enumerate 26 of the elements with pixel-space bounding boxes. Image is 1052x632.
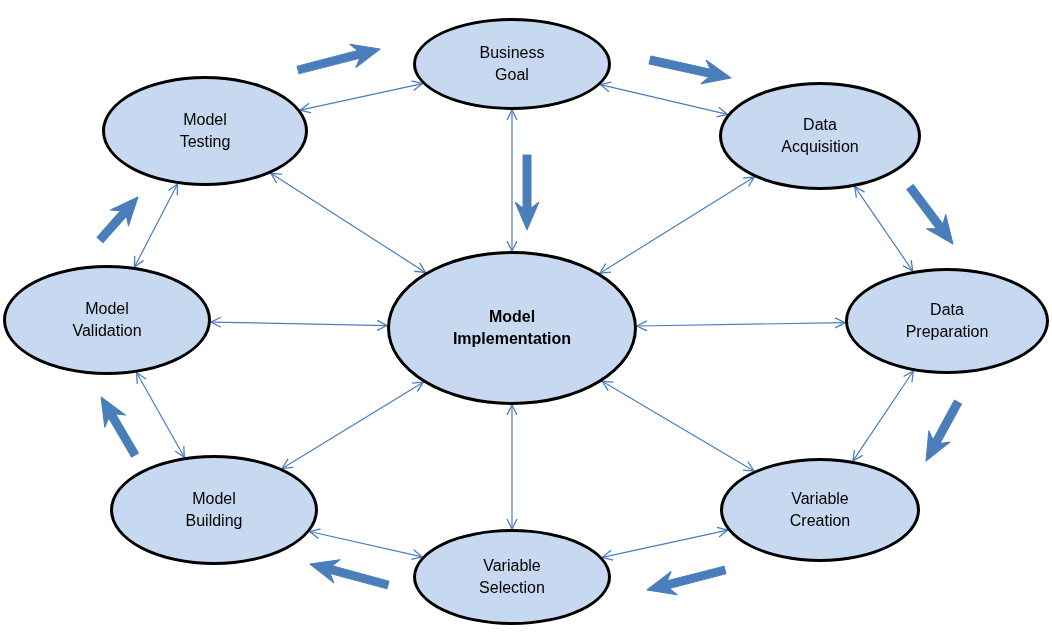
block-arrow: [309, 559, 390, 590]
node-label: Model Building: [184, 489, 244, 531]
block-arrow: [96, 196, 139, 244]
block-arrow: [646, 565, 727, 596]
double-arrow: [599, 176, 755, 274]
block-arrow: [514, 154, 540, 231]
double-arrow: [636, 317, 846, 332]
double-arrow: [270, 172, 427, 274]
block-arrow: [925, 399, 962, 462]
node-label: Data Preparation: [904, 300, 990, 342]
node-label: Business Goal: [478, 43, 546, 85]
double-arrow: [506, 404, 518, 530]
double-arrow: [506, 109, 518, 252]
double-arrow: [601, 380, 755, 472]
block-arrow: [648, 55, 732, 85]
node-label: Variable Selection: [478, 556, 546, 598]
node-label: Model Implementation: [451, 307, 573, 349]
node-label: Model Testing: [178, 110, 232, 152]
node-label: Data Acquisition: [780, 115, 860, 157]
block-arrow: [100, 396, 139, 458]
block-arrow: [906, 184, 954, 245]
double-arrow: [210, 316, 388, 331]
block-arrow: [296, 43, 381, 75]
double-arrow: [281, 381, 424, 470]
node-label: Variable Creation: [788, 489, 852, 531]
node-label: Model Validation: [71, 299, 143, 341]
